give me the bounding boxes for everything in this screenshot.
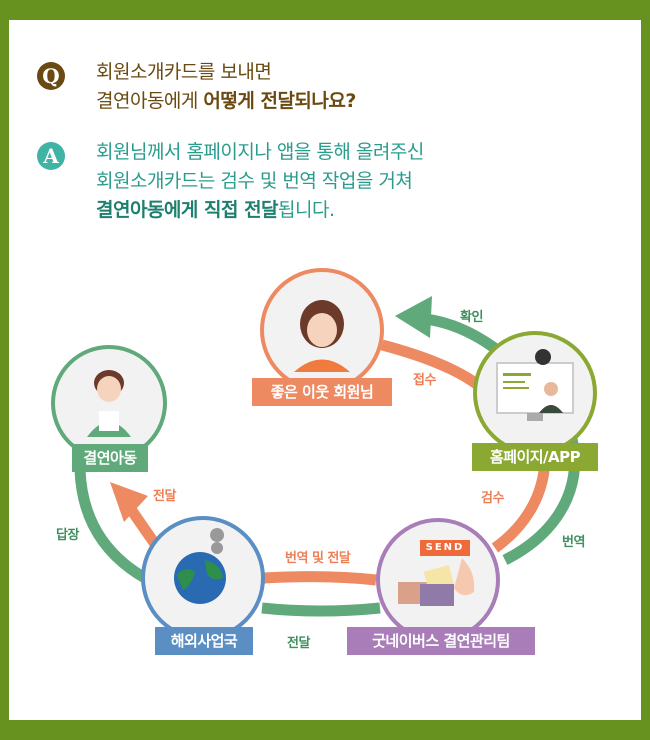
team-label: 굿네이버스 결연관리팀	[347, 627, 535, 655]
answer-line-2: 회원소개카드는 검수 및 번역 작업을 거쳐	[96, 170, 413, 192]
overseas-node	[141, 516, 265, 640]
edge-label-deliver-bottom: 전달	[287, 636, 310, 651]
team-node: SEND	[376, 518, 500, 642]
monitor-video-icon	[496, 349, 574, 421]
question-line-2: 결연아동에게 어떻게 전달되나요?	[96, 90, 356, 112]
answer-text: 회원님께서 홈페이지나 앱을 통해 올려주신 회원소개카드는 검수 및 번역 작…	[96, 138, 424, 225]
edge-label-translate: 번역	[562, 535, 585, 550]
confirm-arrowhead-icon	[395, 296, 432, 338]
edge-label-confirm: 확인	[460, 310, 483, 325]
child-node	[51, 345, 167, 461]
edge-label-translate-deliver: 번역 및 전달	[285, 551, 351, 566]
overseas-label: 해외사업국	[155, 627, 253, 655]
homepage-node	[473, 331, 597, 455]
woman-avatar-icon	[294, 300, 350, 372]
question-text: 회원소개카드를 보내면 결연아동에게 어떻게 전달되나요?	[96, 58, 356, 116]
edge-label-review: 검수	[481, 491, 504, 506]
child-label: 결연아동	[72, 444, 148, 472]
answer-badge-icon: A	[37, 142, 65, 170]
answer-line-1: 회원님께서 홈페이지나 앱을 통해 올려주신	[96, 141, 424, 163]
send-button-graphic: SEND	[420, 540, 470, 556]
edge-label-deliver-child: 전달	[153, 489, 176, 504]
member-label: 좋은 이웃 회원님	[252, 378, 392, 406]
edge-label-reply: 답장	[56, 528, 79, 543]
boy-with-letter-icon	[87, 370, 131, 437]
send-mail-icon	[398, 558, 475, 606]
question-line-1: 회원소개카드를 보내면	[96, 61, 272, 83]
deliver-arrowhead-icon	[110, 482, 148, 522]
member-node	[260, 268, 384, 392]
question-badge-icon: Q	[37, 62, 65, 90]
globe-pin-icon	[174, 528, 226, 604]
edge-label-receive: 접수	[413, 373, 436, 388]
answer-line-3: 결연아동에게 직접 전달됩니다.	[96, 199, 335, 221]
homepage-label: 홈페이지/APP	[472, 443, 598, 471]
